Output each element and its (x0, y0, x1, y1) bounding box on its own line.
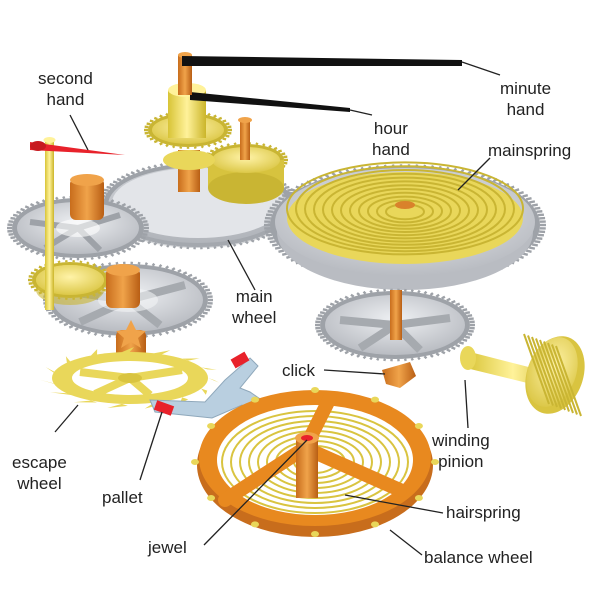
escape-wheel (40, 347, 219, 409)
label-hairspring: hairspring (446, 503, 521, 522)
label-mainspring: mainspring (488, 141, 572, 160)
balance-screw (311, 531, 319, 537)
crown-ridge (539, 339, 566, 411)
escape-tooth (50, 392, 73, 396)
leader-escape-wheel (54, 404, 79, 433)
label-main-wheel: main wheel (232, 287, 277, 327)
leader-second-hand (69, 114, 89, 151)
balance-screw (371, 396, 379, 403)
pinion-middle (106, 264, 140, 308)
balance-screw (431, 459, 439, 465)
mainspring-barrel (264, 161, 546, 290)
spring-coil (304, 169, 506, 249)
leader-balance-wheel (389, 529, 423, 556)
spring-coil (340, 184, 470, 237)
escape-tooth (182, 358, 200, 361)
spring-coil (376, 199, 434, 224)
label-balance-wheel: balance wheel (424, 548, 533, 567)
crown-ridge (531, 336, 558, 408)
ratchet-wheel (315, 288, 475, 362)
escape-tooth (73, 400, 97, 403)
crown-ridge (547, 342, 574, 414)
escape-tooth (208, 378, 219, 383)
label-hour-hand: hour hand (372, 119, 410, 159)
spring-coil (313, 172, 497, 246)
balance-screw (414, 495, 423, 501)
leader-minute-hand (461, 61, 501, 76)
spring-coil (295, 165, 515, 253)
label-click: click (282, 361, 316, 380)
escape-tooth (40, 379, 60, 386)
label-escape-wheel: escape wheel (12, 453, 67, 493)
crown-ridge (523, 333, 550, 405)
leader-winding-pinion (464, 379, 469, 429)
crown-ridge (535, 338, 562, 409)
spring-coil (322, 176, 488, 243)
spring-coil (349, 188, 461, 233)
spring-coil (331, 180, 479, 240)
leader-pallet (139, 411, 163, 481)
balance-wheel (191, 387, 439, 537)
escape-tooth (91, 349, 98, 358)
label-pallet: pallet (102, 488, 143, 507)
gear-teeth (315, 288, 475, 362)
balance-screw (251, 521, 259, 528)
escape-tooth (45, 367, 60, 375)
escape-tooth (65, 356, 73, 365)
escape-tooth (121, 347, 135, 355)
leader-mainspring (457, 157, 491, 191)
leader-hairspring (344, 494, 444, 514)
leader-lines (54, 61, 501, 556)
escape-tooth (201, 367, 217, 370)
spring-coil (358, 191, 452, 230)
pinion-upper (70, 174, 104, 220)
second-hand (30, 137, 125, 310)
crown-ridge (543, 341, 570, 412)
crown-ridge (527, 335, 554, 406)
label-jewel: jewel (148, 538, 187, 557)
spring-coil (286, 161, 524, 256)
label-minute-hand: minute hand (500, 79, 552, 119)
escape-tooth (201, 388, 208, 395)
balance-screw (207, 495, 216, 501)
leader-jewel (203, 439, 308, 546)
label-second-hand: second hand (38, 69, 93, 109)
winding-pinion (460, 333, 585, 417)
leader-main-wheel (227, 239, 256, 291)
hairspring-coil (221, 410, 409, 514)
click (382, 362, 416, 388)
balance-screw (371, 521, 379, 528)
leader-hour-hand (349, 109, 373, 116)
leader-click (323, 369, 386, 375)
balance-screw (191, 459, 199, 465)
balance-screw (311, 387, 319, 393)
spring-coil (367, 195, 443, 227)
crown-ridge (551, 344, 578, 415)
balance-screw (207, 423, 216, 429)
balance-screw (251, 396, 259, 403)
escape-tooth (107, 403, 128, 408)
balance-screw (414, 423, 423, 429)
escape-tooth (154, 350, 171, 356)
label-winding-pinion: winding pinion (432, 431, 490, 471)
hour-minute-stack (144, 52, 462, 204)
crown-ridge (555, 345, 582, 417)
